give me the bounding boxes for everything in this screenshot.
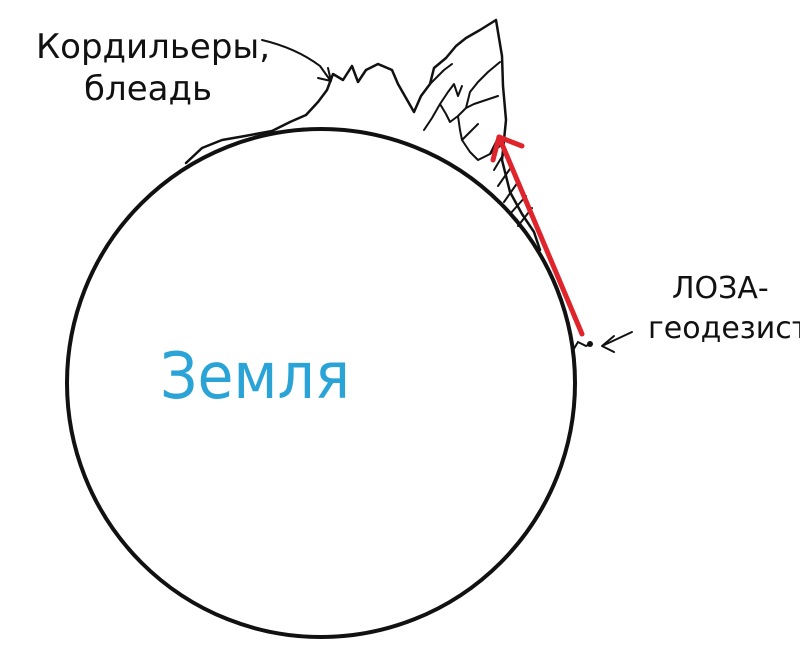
rod-label-line-2: геодезист xyxy=(648,311,800,346)
mountains-pointer xyxy=(261,39,332,82)
earth-label: Земля xyxy=(160,340,350,414)
rod-pointer xyxy=(601,331,633,353)
earth-circle xyxy=(65,127,577,639)
mountains-inner-lines xyxy=(423,61,501,161)
mountains-hatching xyxy=(489,137,533,227)
arrow-head xyxy=(490,134,525,163)
dowsing-rod-figure xyxy=(571,340,593,353)
rod-label-line-1: ЛОЗА- xyxy=(672,271,769,306)
mountains-label-line-1: Кордильеры, xyxy=(36,27,270,67)
rod-label: ЛОЗА- геодезист xyxy=(648,271,800,346)
mountains-label: Кордильеры, блеадь xyxy=(36,27,281,109)
mountains-label-line-2: блеадь xyxy=(84,69,212,109)
mountains-outline xyxy=(184,18,542,252)
arrow-shaft xyxy=(496,134,585,337)
